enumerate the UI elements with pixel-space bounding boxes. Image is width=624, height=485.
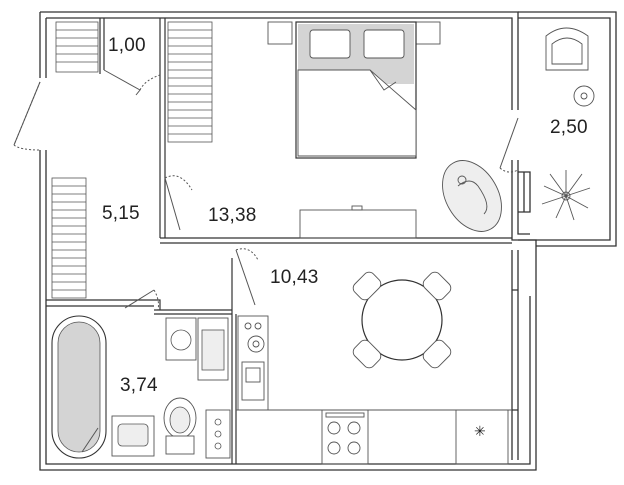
bedroom-area-label: 13,38 <box>208 205 257 226</box>
kitchen-living-area-label: 10,43 <box>270 267 319 288</box>
storage-shelves <box>51 21 213 299</box>
balcony-area-label: 2,50 <box>550 117 588 138</box>
dining-set <box>352 271 452 369</box>
bathroom-area-label: 3,74 <box>120 375 158 396</box>
bathroom-fixtures <box>51 315 231 459</box>
bed <box>267 21 441 159</box>
doors <box>13 69 519 311</box>
freezer-icon: ✳ <box>474 423 486 439</box>
bedroom-furniture <box>299 160 502 239</box>
balcony-furniture <box>541 27 595 221</box>
outer-walls <box>39 11 617 471</box>
kitchen-worktop <box>236 315 512 465</box>
hallway-area-label: 5,15 <box>102 203 140 224</box>
storage-area-label: 1,00 <box>108 35 146 56</box>
interior-walls <box>46 18 512 464</box>
